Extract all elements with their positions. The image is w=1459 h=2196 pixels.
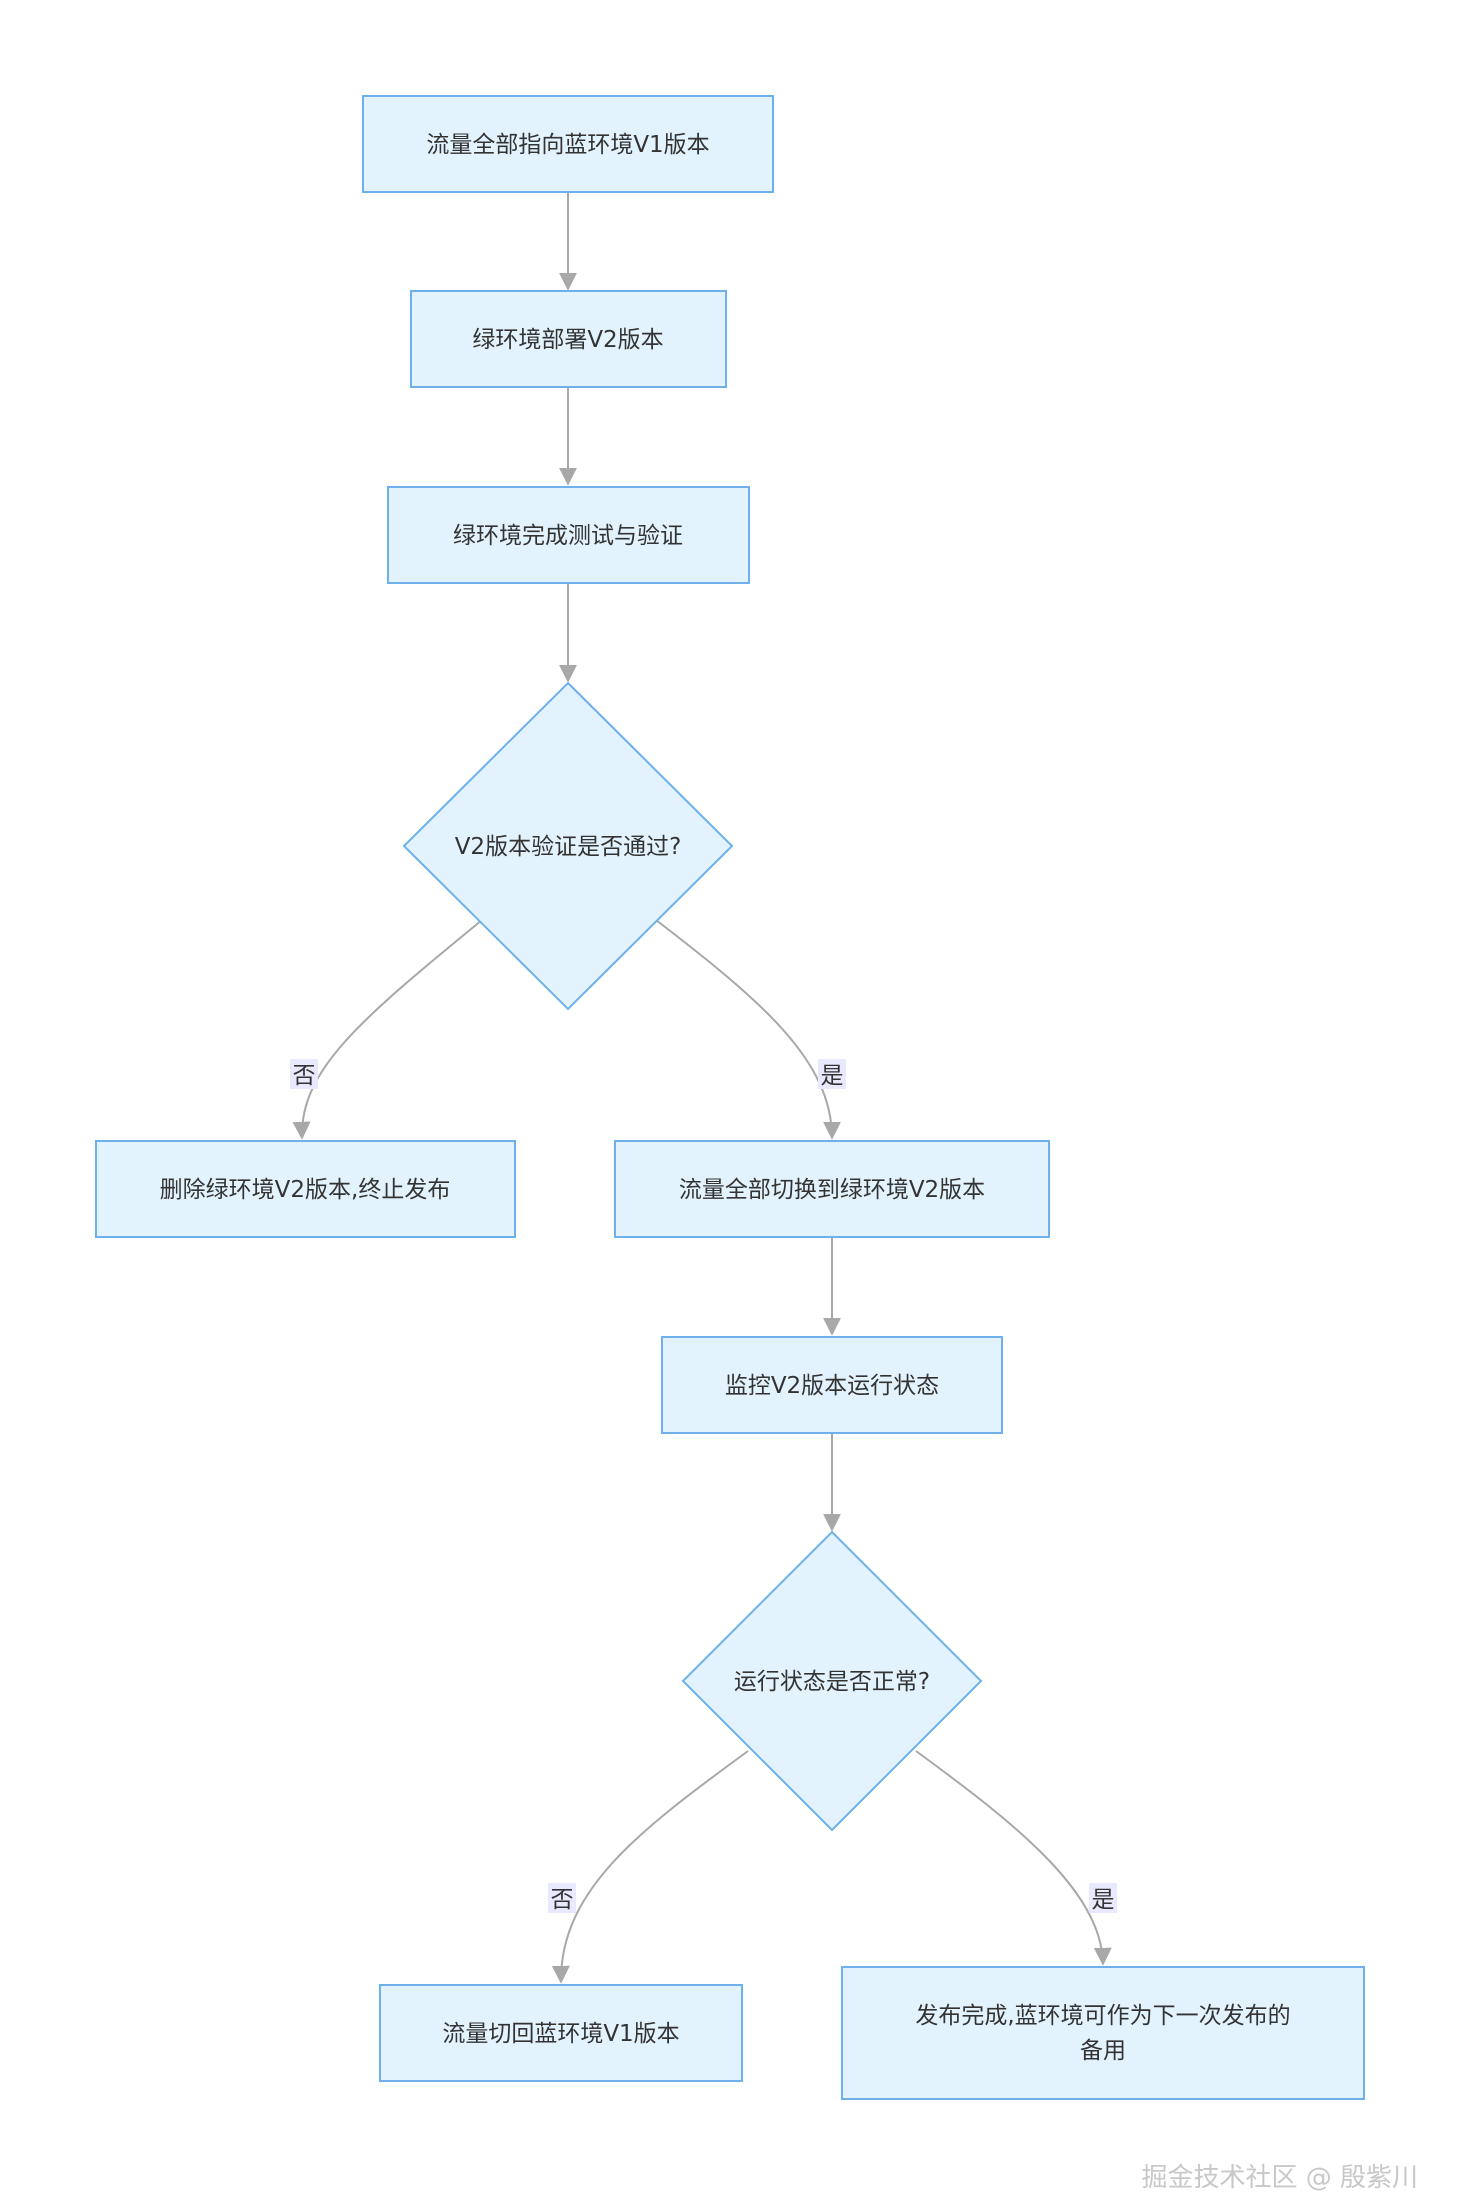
watermark: 掘金技术社区 @ 殷紫川 [1141, 2163, 1418, 2193]
edge-labels: 否 是 否 是 [290, 1059, 1117, 1913]
node-verify-decision-text: V2版本验证是否通过? [455, 834, 682, 860]
node-deploy-text: 绿环境部署V2版本 [472, 327, 663, 353]
edge-verify-yes [655, 919, 841, 1140]
node-texts: 流量全部指向蓝环境V1版本 绿环境部署V2版本 绿环境完成测试与验证 V2版本验… [160, 132, 1291, 2064]
node-delete-text: 删除绿环境V2版本,终止发布 [160, 1177, 451, 1203]
node-test-text: 绿环境完成测试与验证 [453, 523, 683, 549]
node-start-text: 流量全部指向蓝环境V1版本 [426, 132, 709, 158]
node-monitor-text: 监控V2版本运行状态 [725, 1373, 939, 1399]
node-switch-text: 流量全部切换到绿环境V2版本 [679, 1177, 985, 1203]
edge-verify-no [292, 919, 483, 1140]
node-done [841, 1966, 1365, 2100]
node-rollback-text: 流量切回蓝环境V1版本 [442, 2021, 679, 2047]
edge-normal-yes [915, 1750, 1112, 1966]
edge-label-normal-no: 否 [551, 1887, 574, 1913]
node-test [387, 486, 750, 584]
edge-label-normal-yes: 是 [1092, 1887, 1115, 1913]
node-done-text-line1: 发布完成,蓝环境可作为下一次发布的 [915, 2003, 1290, 2029]
node-monitor [661, 1336, 1003, 1434]
node-verify-decision [402, 681, 734, 1011]
edge-label-verify-yes: 是 [821, 1063, 844, 1089]
edges [292, 192, 1112, 1984]
node-start [362, 95, 774, 193]
node-normal-decision [681, 1530, 983, 1832]
nodes [95, 95, 1365, 2100]
node-done-text-line2: 备用 [1080, 2038, 1126, 2064]
node-rollback [379, 1984, 743, 2082]
node-switch [614, 1140, 1050, 1238]
edge-label-verify-no: 否 [293, 1063, 316, 1089]
edge-normal-no [551, 1750, 749, 1984]
node-deploy [410, 290, 727, 388]
node-delete [95, 1140, 516, 1238]
node-normal-decision-text: 运行状态是否正常? [734, 1669, 930, 1695]
